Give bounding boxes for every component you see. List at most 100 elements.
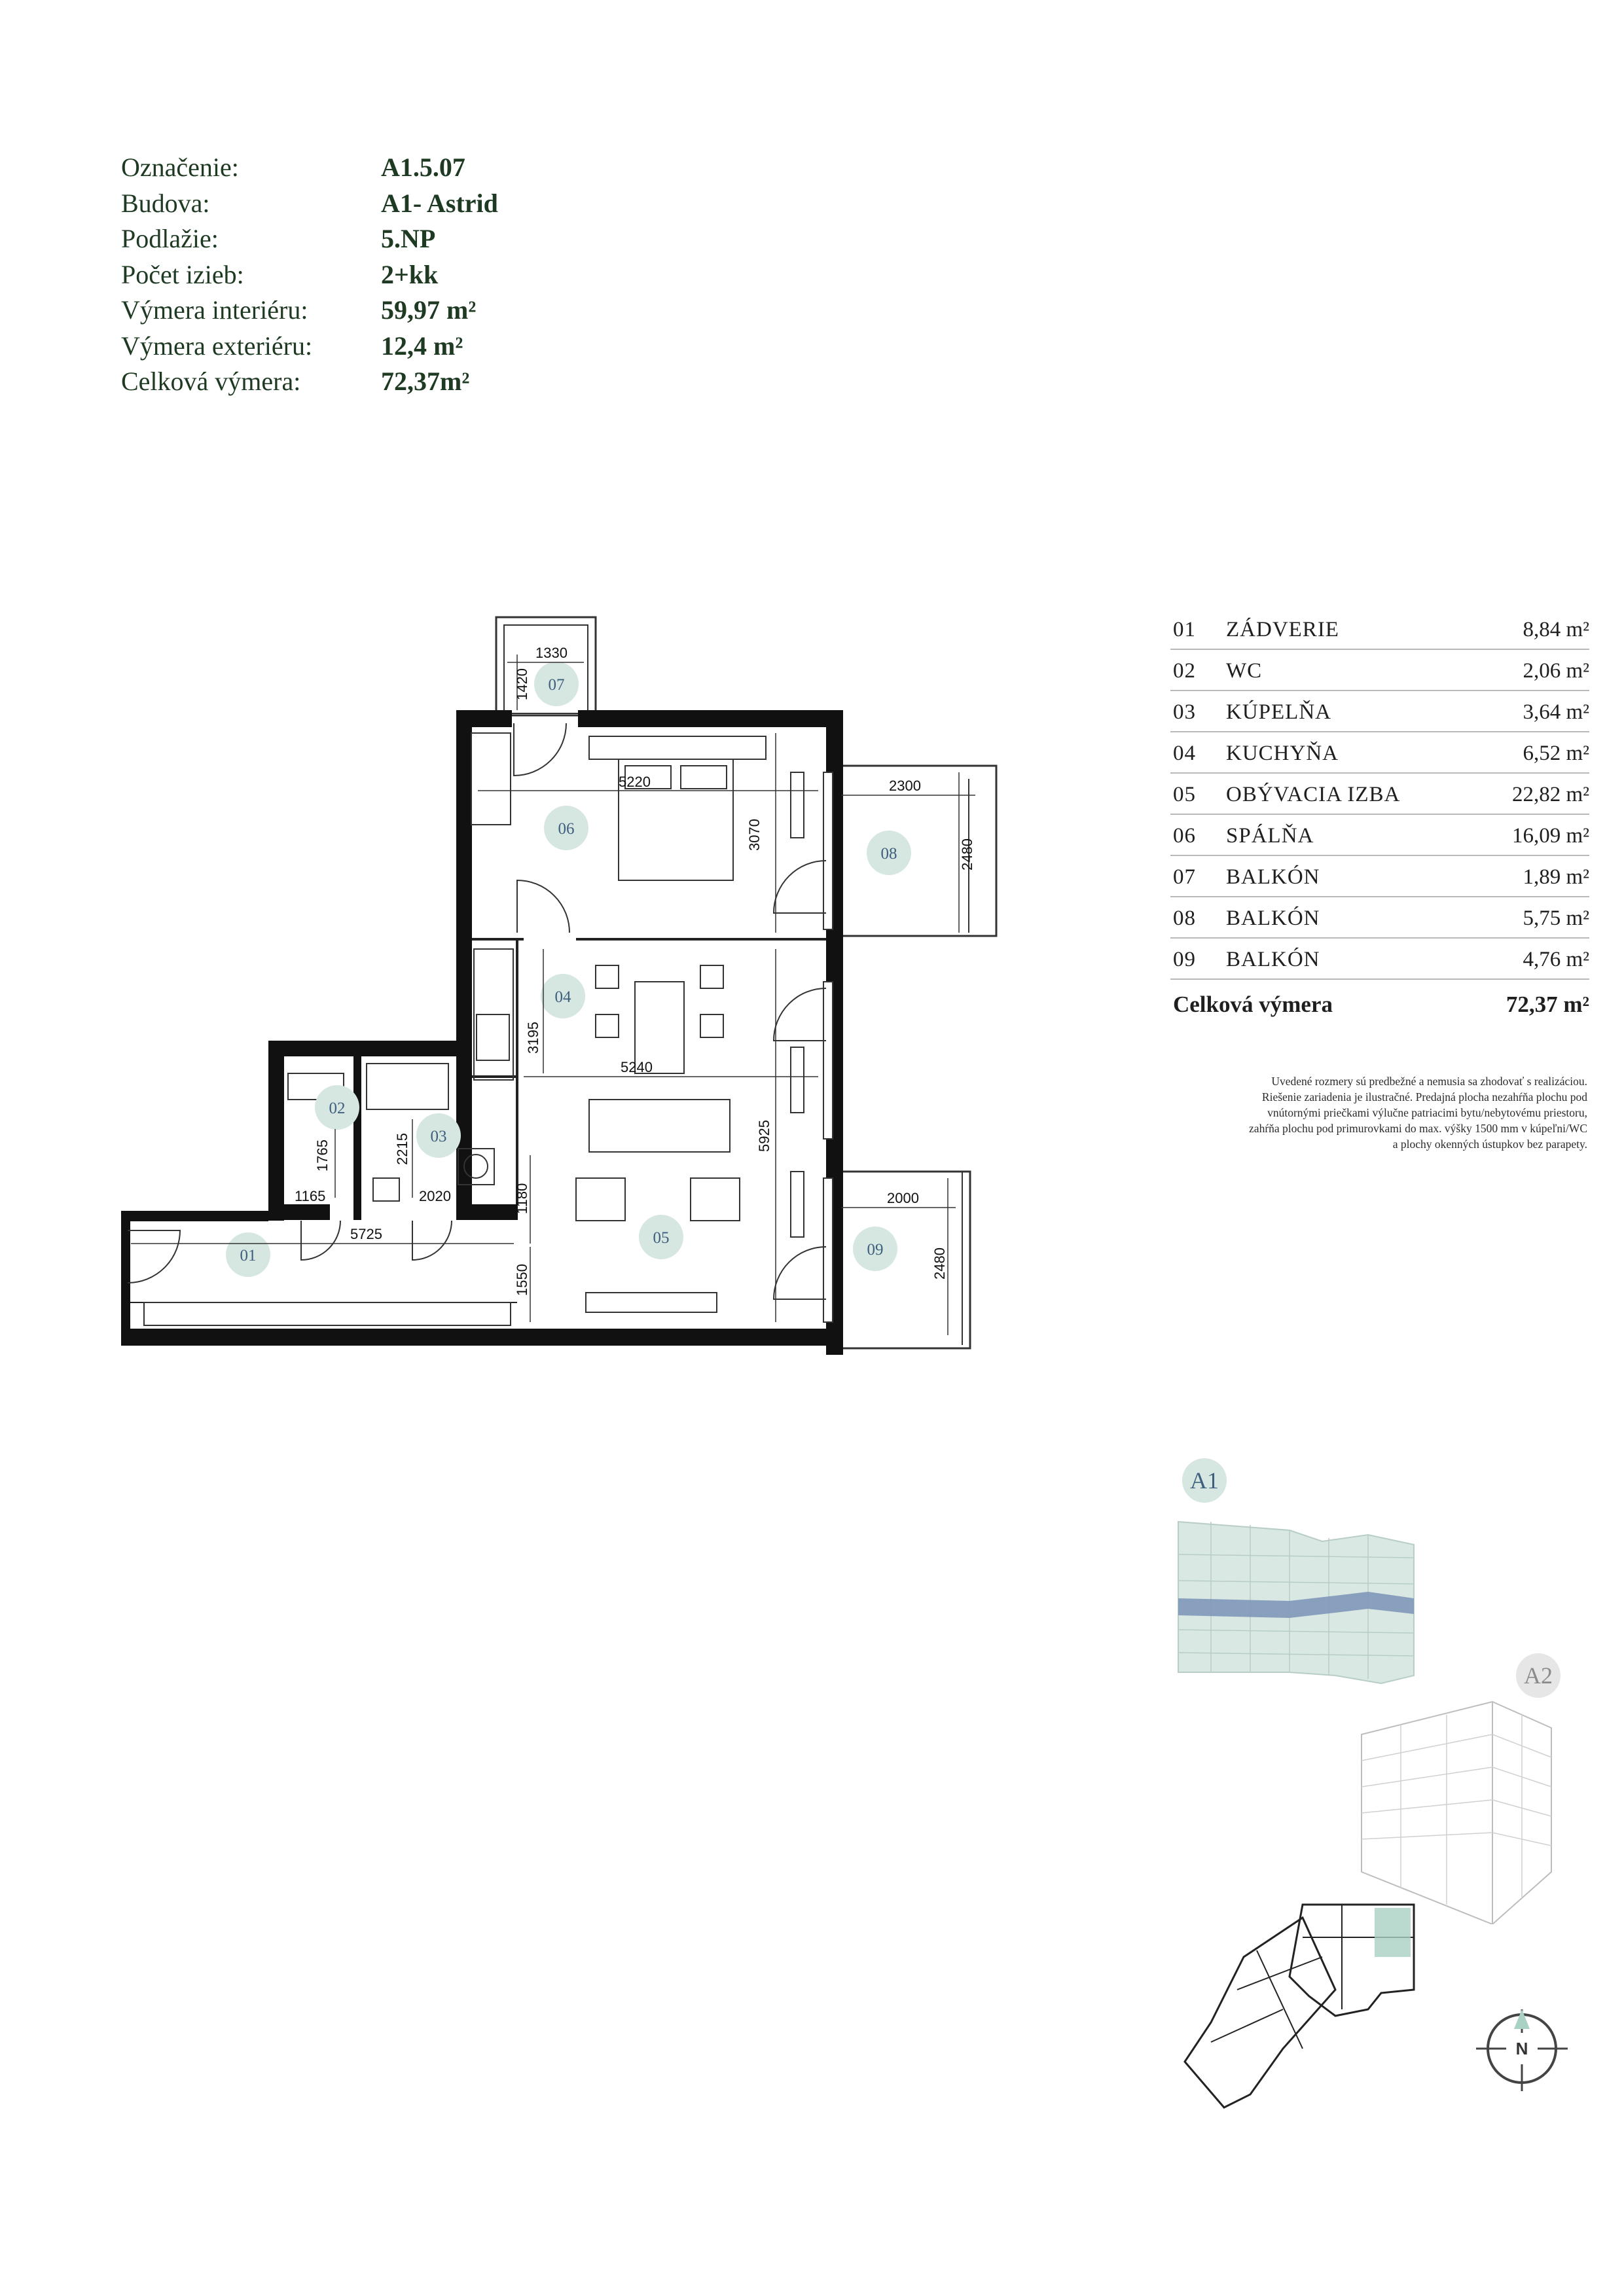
room-area: 1,89 m² xyxy=(1523,865,1589,889)
room-name: WC xyxy=(1226,659,1263,683)
badge-a2-circle xyxy=(1516,1653,1561,1698)
info-label: Celková výmera: xyxy=(121,367,301,396)
doors xyxy=(127,723,827,1300)
windows xyxy=(823,772,833,1323)
dim-label: 2000 xyxy=(887,1190,919,1206)
room-area: 5,75 m² xyxy=(1523,906,1589,930)
room-number: 03 xyxy=(1173,700,1196,724)
info-value: A1- Astrid xyxy=(381,188,498,218)
info-value: 12,4 m² xyxy=(381,331,463,361)
dim-label: 1180 xyxy=(514,1183,530,1214)
room-area: 22,82 m² xyxy=(1511,783,1589,806)
table-row: 06 SPÁLŇA 16,09 m² xyxy=(1170,815,1589,856)
dim-label: 1765 xyxy=(314,1139,331,1172)
disclaimer-line: vnútornými priečkami výlučne patriacimi … xyxy=(1267,1106,1587,1119)
dim-label: 2020 xyxy=(419,1188,451,1204)
dim-label: 2215 xyxy=(394,1133,410,1165)
badge-a1-circle xyxy=(1182,1458,1227,1503)
room-label-01: 01 xyxy=(240,1247,257,1265)
building-a1-illustration: A1 xyxy=(1178,1458,1415,1685)
room-name: ZÁDVERIE xyxy=(1226,618,1339,641)
room-name: BALKÓN xyxy=(1226,865,1320,889)
info-label: Výmera interiéru: xyxy=(121,295,308,325)
table-row: 03 KÚPELŇA 3,64 m² xyxy=(1170,691,1589,732)
room-number: 06 xyxy=(1173,824,1196,848)
table-row: 02 WC 2,06 m² xyxy=(1170,650,1589,691)
room-bubbles xyxy=(226,662,911,1277)
table-row: 08 BALKÓN 5,75 m² xyxy=(1170,897,1589,939)
north-arrow-icon xyxy=(1514,2009,1530,2029)
info-label: Budova: xyxy=(121,188,210,218)
dim-label: 3070 xyxy=(746,819,763,851)
rooms-table: 01 ZÁDVERIE 8,84 m² 02 WC 2,06 m² 03 KÚP… xyxy=(1170,609,1589,1022)
building-a2-illustration: A2 xyxy=(1361,1653,1561,1924)
info-label: Podlažie: xyxy=(121,224,219,253)
room-area: 6,52 m² xyxy=(1523,742,1589,765)
a2-volume xyxy=(1361,1700,1552,1924)
room-number: 02 xyxy=(1173,659,1196,683)
dimension-labels: 1330 1420 5220 3070 2300 2480 3195 5240 … xyxy=(295,645,975,1296)
info-label: Výmera exteriéru: xyxy=(121,331,313,361)
info-value: 2+kk xyxy=(381,259,439,289)
table-row: 07 BALKÓN 1,89 m² xyxy=(1170,856,1589,897)
dim-label: 1165 xyxy=(295,1188,325,1204)
info-value: A1.5.07 xyxy=(381,152,465,182)
room-name: KÚPELŇA xyxy=(1226,700,1331,724)
room-label-05: 05 xyxy=(653,1229,670,1247)
info-label: Označenie: xyxy=(121,152,239,182)
room-name: SPÁLŇA xyxy=(1226,824,1314,848)
dim-label: 5240 xyxy=(621,1059,653,1075)
room-area: 2,06 m² xyxy=(1523,659,1589,683)
room-number: 01 xyxy=(1173,618,1196,641)
room-labels: 01 02 03 04 05 06 07 08 09 xyxy=(240,676,897,1265)
dimension-lines xyxy=(131,655,975,1335)
total-value: 72,37 m² xyxy=(1506,992,1589,1017)
compass-north-label: N xyxy=(1516,2039,1528,2058)
dim-label: 5220 xyxy=(619,774,651,790)
table-row: 04 KUCHYŇA 6,52 m² xyxy=(1170,732,1589,774)
disclaimer-line: zahŕňa plochu pod primurovkami do max. v… xyxy=(1249,1122,1587,1135)
room-label-04: 04 xyxy=(555,988,572,1006)
info-value: 59,97 m² xyxy=(381,295,477,325)
dim-label: 3195 xyxy=(525,1022,541,1054)
room-name: BALKÓN xyxy=(1226,948,1320,971)
dim-label: 1420 xyxy=(514,668,530,700)
room-name: OBÝVACIA IZBA xyxy=(1226,783,1401,806)
room-area: 3,64 m² xyxy=(1523,700,1589,724)
furniture xyxy=(143,732,804,1326)
room-area: 16,09 m² xyxy=(1511,824,1589,848)
highlighted-floor-band xyxy=(1178,1592,1414,1618)
table-row: 05 OBÝVACIA IZBA 22,82 m² xyxy=(1170,774,1589,815)
info-value: 72,37m² xyxy=(381,367,470,396)
dim-label: 5725 xyxy=(350,1226,382,1242)
dim-label: 2480 xyxy=(959,838,975,870)
room-number: 05 xyxy=(1173,783,1196,806)
room-label-02: 02 xyxy=(329,1100,346,1117)
room-label-07: 07 xyxy=(549,676,565,694)
room-number: 07 xyxy=(1173,865,1196,889)
dim-label: 2480 xyxy=(931,1247,948,1280)
total-label: Celková výmera xyxy=(1173,992,1333,1017)
info-label: Počet izieb: xyxy=(121,259,244,289)
dim-label: 2300 xyxy=(889,778,921,794)
badge-a2: A2 xyxy=(1524,1662,1553,1689)
room-label-03: 03 xyxy=(431,1128,447,1145)
table-row: 01 ZÁDVERIE 8,84 m² xyxy=(1170,609,1589,650)
info-value: 5.NP xyxy=(381,224,436,253)
disclaimer-line: a plochy okenných ústupkov bez parapety. xyxy=(1392,1138,1587,1151)
room-label-06: 06 xyxy=(558,820,575,838)
room-area: 4,76 m² xyxy=(1523,948,1589,971)
dim-label: 1330 xyxy=(535,645,568,661)
floor-plan: 01 02 03 04 05 06 07 08 09 1330 1420 522… xyxy=(121,616,998,1355)
badge-a1: A1 xyxy=(1190,1467,1219,1494)
walls xyxy=(121,710,843,1355)
room-number: 04 xyxy=(1173,742,1196,765)
site-plan xyxy=(1183,1903,1415,2109)
room-name: KUCHYŇA xyxy=(1226,742,1339,765)
disclaimer-line: Riešenie zariadenia je ilustračné. Preda… xyxy=(1261,1090,1587,1103)
disclaimer: Uvedené rozmery sú predbežné a nemusia s… xyxy=(1113,1073,1587,1152)
total-row: Celková výmera 72,37 m² xyxy=(1170,980,1589,1022)
site-highlight xyxy=(1375,1908,1411,1957)
a2-facade-grid xyxy=(1361,1715,1552,1905)
room-name: BALKÓN xyxy=(1226,906,1320,930)
